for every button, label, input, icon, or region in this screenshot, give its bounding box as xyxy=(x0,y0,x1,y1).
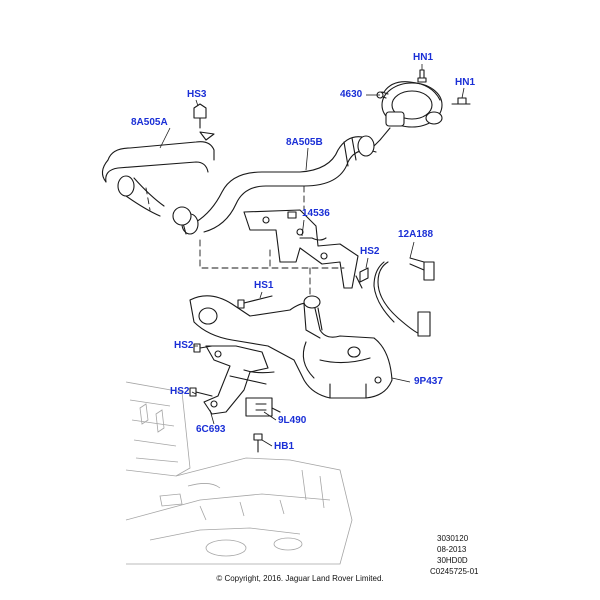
callout-4630[interactable]: 4630 xyxy=(340,89,363,100)
sensor-12a188 xyxy=(373,257,435,337)
callout-hs3[interactable]: HS3 xyxy=(187,89,207,100)
assembly-leaders xyxy=(145,185,345,301)
nut-hn1-right xyxy=(451,97,471,105)
bolt-hs2-right xyxy=(355,267,369,289)
callout-9l490[interactable]: 9L490 xyxy=(278,415,307,426)
callout-hs2-left-lower[interactable]: HS2 xyxy=(170,386,190,397)
callout-hs2-right[interactable]: HS2 xyxy=(360,246,380,257)
illustration-code: 30HD0D xyxy=(437,556,468,565)
callout-hs1[interactable]: HS1 xyxy=(254,280,274,291)
callout-leaders xyxy=(159,64,465,447)
callout-8a505a[interactable]: 8A505A xyxy=(131,117,168,128)
clip-hs3 xyxy=(193,103,207,129)
callout-9p437[interactable]: 9P437 xyxy=(414,376,443,387)
callout-hn1-right[interactable]: HN1 xyxy=(455,77,476,88)
illustration-number: 3030120 xyxy=(437,534,469,543)
sensor-9l490 xyxy=(245,397,281,417)
bracket-14536 xyxy=(243,209,359,289)
nut-hn1-top xyxy=(417,69,427,83)
hose-8a505a xyxy=(101,131,215,226)
illustration-reference: C0245725-01 xyxy=(430,567,479,576)
valve-9p437 xyxy=(189,295,393,399)
callout-8a505b[interactable]: 8A505B xyxy=(286,137,323,148)
bolt-hs2-left-lower xyxy=(189,387,213,397)
callout-6c693[interactable]: 6C693 xyxy=(196,424,226,435)
callout-12a188[interactable]: 12A188 xyxy=(398,229,434,240)
callout-14536[interactable]: 14536 xyxy=(302,208,330,219)
callout-hn1-top[interactable]: HN1 xyxy=(413,52,434,63)
callout-hs2-left-upper[interactable]: HS2 xyxy=(174,340,194,351)
callout-hb1[interactable]: HB1 xyxy=(274,441,295,452)
bracket-6c693 xyxy=(203,345,275,415)
bolt-hb1 xyxy=(253,433,263,453)
copyright-notice: © Copyright, 2016. Jaguar Land Rover Lim… xyxy=(216,574,384,583)
illustration-date: 08-2013 xyxy=(437,545,467,554)
bolt-hs1 xyxy=(237,295,273,309)
pump-4630 xyxy=(371,81,443,149)
engine-block-outline xyxy=(125,381,353,565)
